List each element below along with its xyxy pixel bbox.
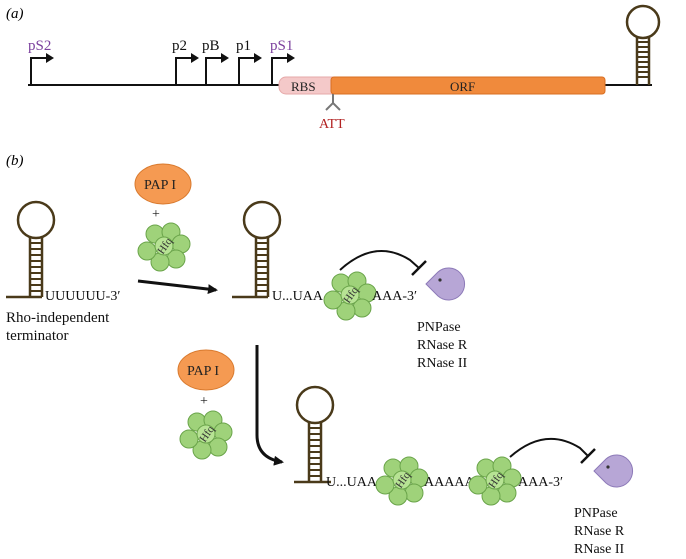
orf-label: ORF (450, 79, 475, 94)
degradation-curve-bottom (509, 437, 589, 458)
reaction-arrow-1 (137, 279, 218, 295)
att-marker (325, 94, 341, 111)
hfq-bottom-2: Hfq (468, 456, 522, 506)
bottom-seq-left: U...UAA (326, 475, 378, 490)
promoter-p1: p1 (236, 38, 262, 85)
terminator-hairpin-middle (232, 200, 282, 299)
nuclease-middle-1: PNPase (417, 320, 461, 335)
hfq-complex: Hfq (137, 222, 191, 272)
panel-b-label: (b) (6, 153, 24, 169)
promoter-label-ps1: pS1 (270, 38, 293, 54)
terminator-caption-line2: terminator (6, 328, 68, 344)
orf-box (330, 76, 606, 95)
middle-seq-left: U...UAA (272, 289, 324, 304)
promoter-label-pb: pB (202, 38, 220, 54)
hfq-bottom-1: Hfq (375, 456, 429, 506)
plus-sign-2: + (200, 394, 208, 409)
nuclease-middle (425, 267, 466, 301)
terminator-tail-text: UUUUUU-3′ (45, 289, 120, 304)
panel-a-label: (a) (6, 6, 24, 22)
degradation-bar-bottom (580, 448, 596, 464)
terminator-hairpin-bottom (294, 385, 335, 484)
nuclease-bottom-2: RNase R (574, 524, 625, 539)
terminator-caption-line1: Rho-independent (6, 310, 110, 326)
hfq-complex-2: Hfq (179, 410, 233, 460)
att-label: ATT (319, 117, 345, 132)
terminator-hairpin-a (625, 4, 661, 85)
degradation-bar-middle (411, 260, 427, 276)
promoter-label-p1: p1 (236, 38, 251, 54)
pap-i-enzyme-2 (177, 349, 235, 391)
promoter-label-ps2: pS2 (28, 38, 51, 54)
terminator-hairpin-left (6, 200, 56, 299)
promoter-ps2: pS2 (28, 38, 54, 85)
plus-sign: + (152, 207, 160, 222)
middle-seq-right: AAA-3′ (372, 289, 417, 304)
pap-i-label: PAP I (144, 178, 176, 193)
promoter-pb: pB (202, 38, 229, 85)
nuclease-bottom (593, 454, 634, 488)
hfq-middle: Hfq (323, 271, 377, 321)
bottom-seq-mid: AAAAA (424, 475, 475, 490)
promoter-label-p2: p2 (172, 38, 187, 54)
nuclease-bottom-3: RNase II (574, 542, 624, 557)
nuclease-middle-3: RNase II (417, 356, 467, 371)
nuclease-bottom-1: PNPase (574, 506, 618, 521)
degradation-curve-middle (339, 250, 420, 271)
pap-i-enzyme (134, 163, 192, 205)
nuclease-middle-2: RNase R (417, 338, 468, 353)
promoter-p2: p2 (172, 38, 199, 85)
rbs-label: RBS (291, 79, 316, 94)
promoter-ps1: pS1 (270, 38, 295, 85)
bottom-seq-right: AAA-3′ (518, 475, 563, 490)
pap-i-label-2: PAP I (187, 364, 219, 379)
reaction-arrow-2 (255, 345, 284, 466)
